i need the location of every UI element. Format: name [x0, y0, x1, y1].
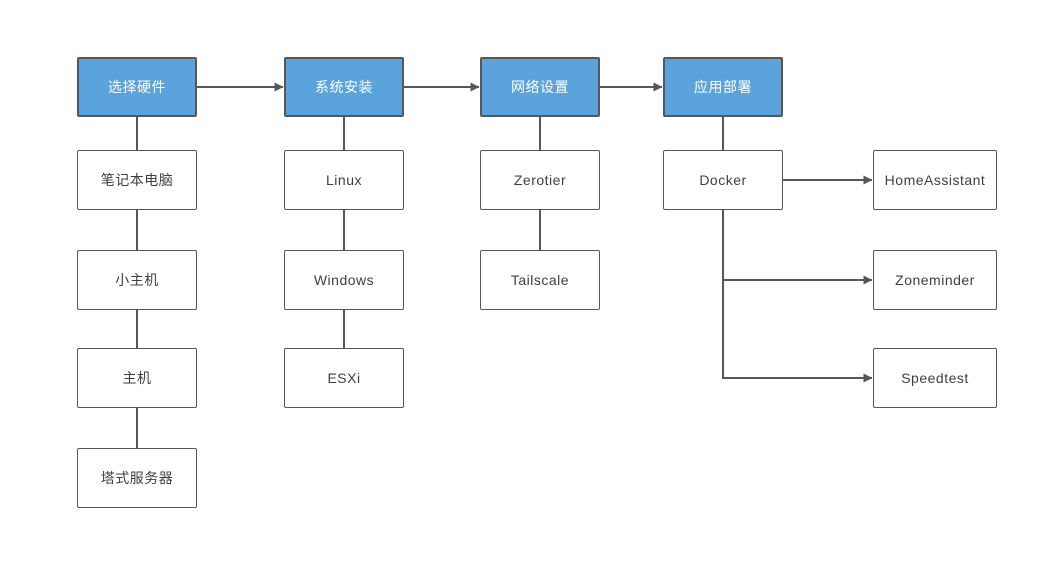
node-label-mini-host: 小主机	[115, 272, 159, 288]
node-label-tailscale: Tailscale	[510, 272, 570, 288]
node-label-homeassistant: HomeAssistant	[884, 172, 986, 188]
node-zerotier[interactable]: Zerotier	[480, 150, 600, 210]
edge-docker-to-zoneminder	[722, 210, 873, 285]
node-esxi[interactable]: ESXi	[284, 348, 404, 408]
node-zoneminder[interactable]: Zoneminder	[873, 250, 997, 310]
node-label-app-deploy: 应用部署	[694, 79, 752, 95]
node-label-network-setup: 网络设置	[511, 79, 569, 95]
node-label-laptop: 笔记本电脑	[100, 172, 174, 188]
node-mini-host[interactable]: 小主机	[77, 250, 197, 310]
node-label-linux: Linux	[326, 172, 362, 188]
node-label-speedtest: Speedtest	[901, 370, 969, 386]
node-label-docker: Docker	[699, 172, 747, 188]
node-label-esxi: ESXi	[327, 370, 361, 386]
node-docker[interactable]: Docker	[663, 150, 783, 210]
node-laptop[interactable]: 笔记本电脑	[77, 150, 197, 210]
node-windows[interactable]: Windows	[284, 250, 404, 310]
node-linux[interactable]: Linux	[284, 150, 404, 210]
node-tower-server[interactable]: 塔式服务器	[77, 448, 197, 508]
node-choose-hardware[interactable]: 选择硬件	[77, 57, 197, 117]
node-label-windows: Windows	[313, 272, 375, 288]
node-label-tower-server: 塔式服务器	[100, 470, 174, 486]
node-system-install[interactable]: 系统安装	[284, 57, 404, 117]
node-label-zoneminder: Zoneminder	[895, 272, 975, 288]
node-app-deploy[interactable]: 应用部署	[663, 57, 783, 117]
node-host[interactable]: 主机	[77, 348, 197, 408]
node-speedtest[interactable]: Speedtest	[873, 348, 997, 408]
node-tailscale[interactable]: Tailscale	[480, 250, 600, 310]
node-homeassistant[interactable]: HomeAssistant	[873, 150, 997, 210]
node-label-choose-hardware: 选择硬件	[108, 79, 166, 95]
node-network-setup[interactable]: 网络设置	[480, 57, 600, 117]
node-label-system-install: 系统安装	[315, 79, 373, 95]
edge-docker-to-speedtest	[722, 210, 873, 383]
node-label-host: 主机	[122, 370, 152, 386]
node-label-zerotier: Zerotier	[513, 172, 567, 188]
